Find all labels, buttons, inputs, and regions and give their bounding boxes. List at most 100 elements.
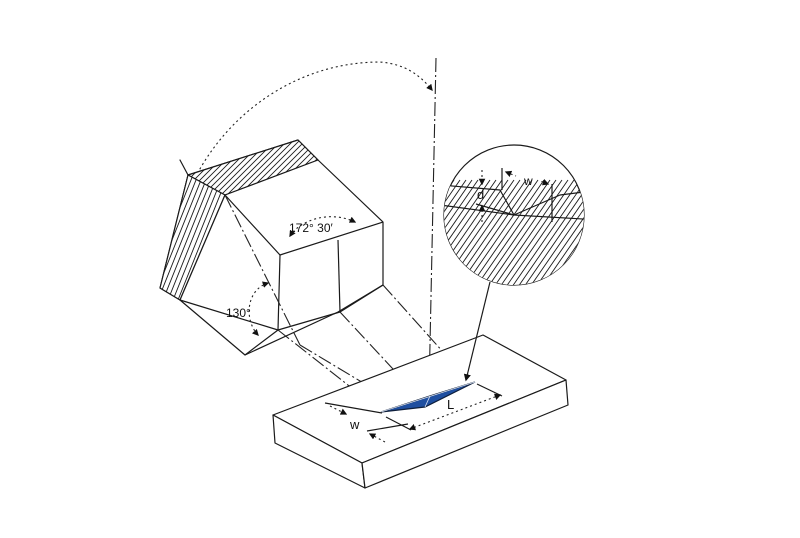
hatch-line bbox=[724, 180, 800, 310]
hatch-line bbox=[92, 130, 172, 210]
hatch-line bbox=[0, 130, 4, 210]
hatch-line bbox=[444, 179, 521, 285]
hatch-line bbox=[616, 180, 706, 310]
hatch-line bbox=[50, 170, 110, 320]
hatch-line bbox=[0, 170, 30, 320]
hatch-line bbox=[766, 180, 800, 310]
hatch-line bbox=[0, 130, 52, 210]
hatch-line bbox=[471, 179, 563, 285]
hatch-line bbox=[188, 140, 191, 195]
hatch-line bbox=[778, 180, 800, 310]
hatch-line bbox=[634, 180, 724, 310]
hatch-line bbox=[444, 179, 473, 285]
hatch-line bbox=[76, 180, 166, 310]
hatch-line bbox=[622, 180, 712, 310]
hatch-line bbox=[513, 179, 584, 285]
hatch-line bbox=[748, 180, 800, 310]
hatch-line bbox=[52, 180, 142, 310]
hatch-line bbox=[444, 179, 533, 285]
hatch-line bbox=[10, 180, 100, 310]
hatch-line bbox=[62, 130, 142, 210]
hatch-line bbox=[760, 180, 800, 310]
hatch-line bbox=[604, 180, 694, 310]
hatch-line bbox=[706, 180, 796, 310]
rotation-arc bbox=[194, 61, 433, 179]
hatch-line bbox=[160, 175, 161, 300]
hatch-line bbox=[65, 170, 125, 320]
hatch-line bbox=[2, 130, 82, 210]
hatch-line bbox=[682, 180, 772, 310]
hatch-line bbox=[444, 179, 515, 285]
hatch-line bbox=[0, 130, 22, 210]
hatch-line bbox=[664, 180, 754, 310]
side-angle-label: 130° bbox=[226, 306, 251, 320]
hatch-line bbox=[26, 130, 106, 210]
hatch-line bbox=[385, 170, 445, 320]
hatch-line bbox=[90, 170, 150, 320]
hatch-line bbox=[380, 170, 440, 320]
hatch-line bbox=[694, 180, 784, 310]
width-label: w bbox=[349, 417, 360, 432]
indenter-body bbox=[179, 159, 384, 356]
hatch-line bbox=[160, 175, 171, 300]
side-angle-arrow bbox=[248, 281, 270, 336]
hatch-line bbox=[164, 175, 225, 300]
vertical-axis bbox=[428, 57, 437, 393]
hatch-line bbox=[20, 130, 100, 210]
hatch-line bbox=[350, 130, 430, 210]
hatch-line bbox=[0, 130, 40, 210]
hatch-line bbox=[0, 170, 60, 320]
hatch-line bbox=[0, 170, 40, 320]
hatch-line bbox=[395, 170, 455, 320]
hatch-line bbox=[50, 130, 130, 210]
hatch-line bbox=[0, 130, 34, 210]
hatch-line bbox=[477, 179, 569, 285]
hatch-line bbox=[592, 180, 682, 310]
hatch-line bbox=[525, 179, 584, 285]
hatch-line bbox=[8, 130, 88, 210]
hatch-line bbox=[14, 130, 94, 210]
hatch-line bbox=[483, 179, 575, 285]
hatch-line bbox=[598, 180, 688, 310]
hatch-line bbox=[772, 180, 800, 310]
hatch-line bbox=[0, 170, 20, 320]
hatch-line bbox=[444, 179, 503, 285]
hatch-line bbox=[40, 180, 130, 310]
detail-depth-label: d bbox=[477, 187, 484, 202]
hatch-line bbox=[75, 170, 135, 320]
hatch-line bbox=[25, 170, 85, 320]
hatch-line bbox=[0, 170, 5, 320]
hatch-line bbox=[44, 130, 124, 210]
hatch-line bbox=[0, 130, 58, 210]
hatch-line bbox=[0, 130, 64, 210]
hatch-line bbox=[640, 180, 730, 310]
hatch-line bbox=[670, 180, 760, 310]
hatch-line bbox=[22, 180, 112, 310]
hatch-line bbox=[68, 130, 148, 210]
hatch-line bbox=[45, 170, 105, 320]
hatch-line bbox=[64, 180, 154, 310]
hatch-line bbox=[453, 179, 545, 285]
hatch-line bbox=[0, 130, 28, 210]
hatch-line bbox=[676, 180, 766, 310]
hatch-line bbox=[70, 180, 160, 310]
hatch-line bbox=[0, 170, 15, 320]
hatch-line bbox=[223, 140, 305, 195]
hatch-line bbox=[742, 180, 800, 310]
hatch-line bbox=[5, 170, 65, 320]
hatch-line bbox=[55, 170, 115, 320]
hatch-line bbox=[375, 170, 435, 320]
hatch-line bbox=[0, 170, 35, 320]
hatch-line bbox=[658, 180, 748, 310]
hatch-line bbox=[0, 130, 70, 210]
specimen-block bbox=[272, 334, 569, 489]
hatch-line bbox=[0, 130, 46, 210]
hatch-line bbox=[444, 179, 497, 285]
face-angle-arrow bbox=[289, 216, 357, 238]
hatch-line bbox=[495, 179, 584, 285]
hatch-line bbox=[40, 170, 100, 320]
detail-leader bbox=[463, 281, 491, 382]
hatch-line bbox=[10, 170, 70, 320]
face-angle-label: 172° 30′ bbox=[289, 221, 334, 235]
hatch-line bbox=[646, 180, 736, 310]
